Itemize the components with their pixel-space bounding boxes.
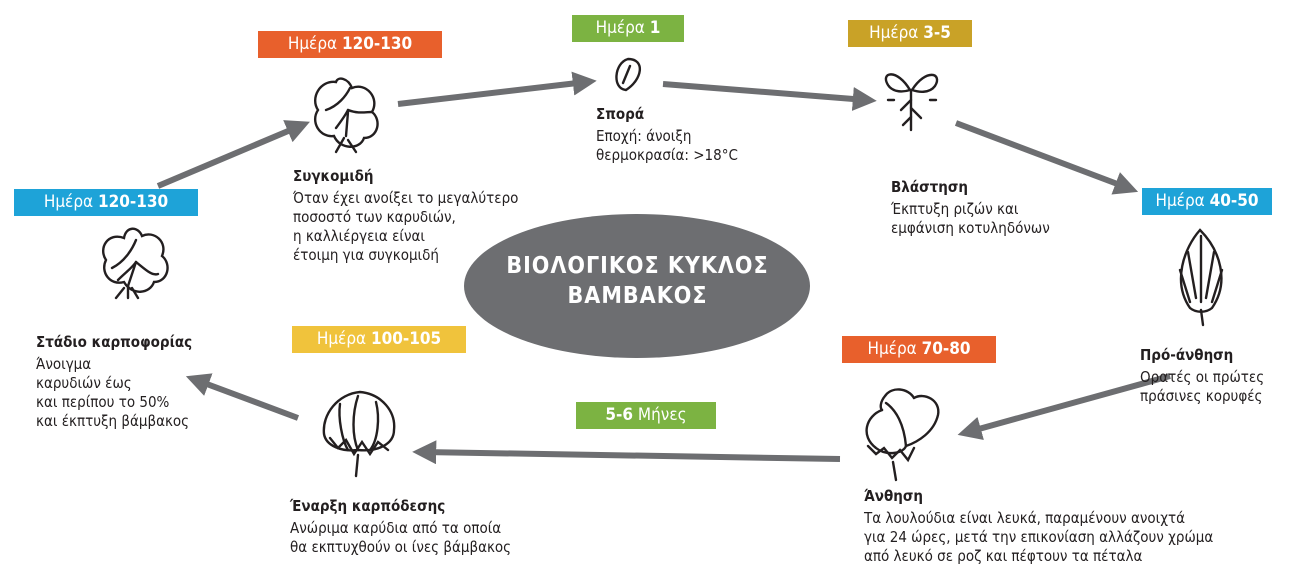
stage-description: Ορατές οι πρώτες πράσινες κορυφές: [1140, 368, 1265, 405]
stage-description: Εποχή: άνοιξη θερμοκρασία: >18°C: [596, 127, 738, 164]
badge-day-40-50: Ημέρα 40-50: [1142, 188, 1272, 215]
stage-harvest: Συγκομιδή Όταν έχει ανοίξει το μεγαλύτερ…: [293, 166, 518, 265]
stage-title: Βλάστηση: [891, 178, 968, 196]
stage-title: Συγκομιδή: [293, 167, 374, 185]
badge-months-5-6: 5-6 Μήνες: [576, 402, 716, 429]
stage-description: Άνοιγμα καρυδιών έως και περίπου το 50% …: [36, 355, 190, 430]
arrow-germination-to-preflowering: [954, 120, 1139, 195]
stage-description: Έκπτυξη ριζών και εμφάνιση κοτυληδόνων: [891, 200, 1050, 237]
stage-germination: Βλάστηση Έκπτυξη ριζών και εμφάνιση κοτυ…: [891, 177, 1050, 238]
stage-title: Άνθηση: [864, 487, 923, 505]
arrow-boll-setting-to-fruiting: [185, 373, 300, 421]
stage-description: Τα λουλούδια είναι λευκά, παραμένουν ανο…: [864, 509, 1214, 565]
arrow-harvest-to-sowing: [397, 71, 597, 107]
stage-fruiting: Στάδιο καρποφορίας Άνοιγμα καρυδιών έως …: [36, 332, 192, 431]
seedling-icon: [884, 73, 939, 132]
arrow-flowering-to-boll-setting: [412, 440, 841, 465]
stage-preflowering: Πρό-άνθηση Ορατές οι πρώτες πράσινες κορ…: [1140, 345, 1264, 406]
arrow-sowing-to-germination: [662, 81, 877, 111]
cotton-flower-icon: [865, 388, 940, 482]
badge-day-100-105: Ημέρα 100-105: [292, 326, 466, 353]
cotton-boll-icon: [322, 390, 396, 478]
open-boll-icon: [101, 227, 169, 300]
stage-title: Σπορά: [596, 105, 645, 123]
stage-title: Στάδιο καρποφορίας: [36, 333, 193, 351]
badge-day-70-80: Ημέρα 70-80: [842, 336, 996, 363]
badge-day-1: Ημέρα 1: [572, 15, 684, 42]
seed-icon: [615, 57, 641, 92]
badge-day-120-130-harvest: Ημέρα 120-130: [258, 31, 442, 58]
center-title: ΒΙΟΛΟΓΙΚΟΣ ΚΥΚΛΟΣ ΒΑΜΒΑΚΟΣ: [506, 253, 769, 309]
stage-description: Ανώριμα καρύδια από τα οποία θα εκπτυχθο…: [290, 519, 512, 556]
center-ellipse: [464, 214, 810, 358]
flower-bud-icon: [1178, 228, 1224, 327]
stage-title: Έναρξη καρπόδεσης: [290, 497, 446, 515]
stage-title: Πρό-άνθηση: [1140, 346, 1234, 364]
arrow-fruiting-to-harvest: [156, 120, 310, 189]
badge-day-3-5: Ημέρα 3-5: [848, 20, 972, 47]
stage-description: Όταν έχει ανοίξει το μεγαλύτερο ποσοστό …: [293, 189, 519, 264]
badge-day-120-130-fruiting: Ημέρα 120-130: [14, 189, 198, 216]
stage-boll-setting: Έναρξη καρπόδεσης Ανώριμα καρύδια από τα…: [290, 496, 511, 557]
arrow-preflowering-to-flowering: [957, 373, 1171, 441]
stage-flowering: Άνθηση Τα λουλούδια είναι λευκά, παραμέν…: [864, 486, 1213, 566]
cotton-harvest-icon: [313, 77, 379, 154]
stage-sowing: Σπορά Εποχή: άνοιξη θερμοκρασία: >18°C: [596, 104, 738, 165]
